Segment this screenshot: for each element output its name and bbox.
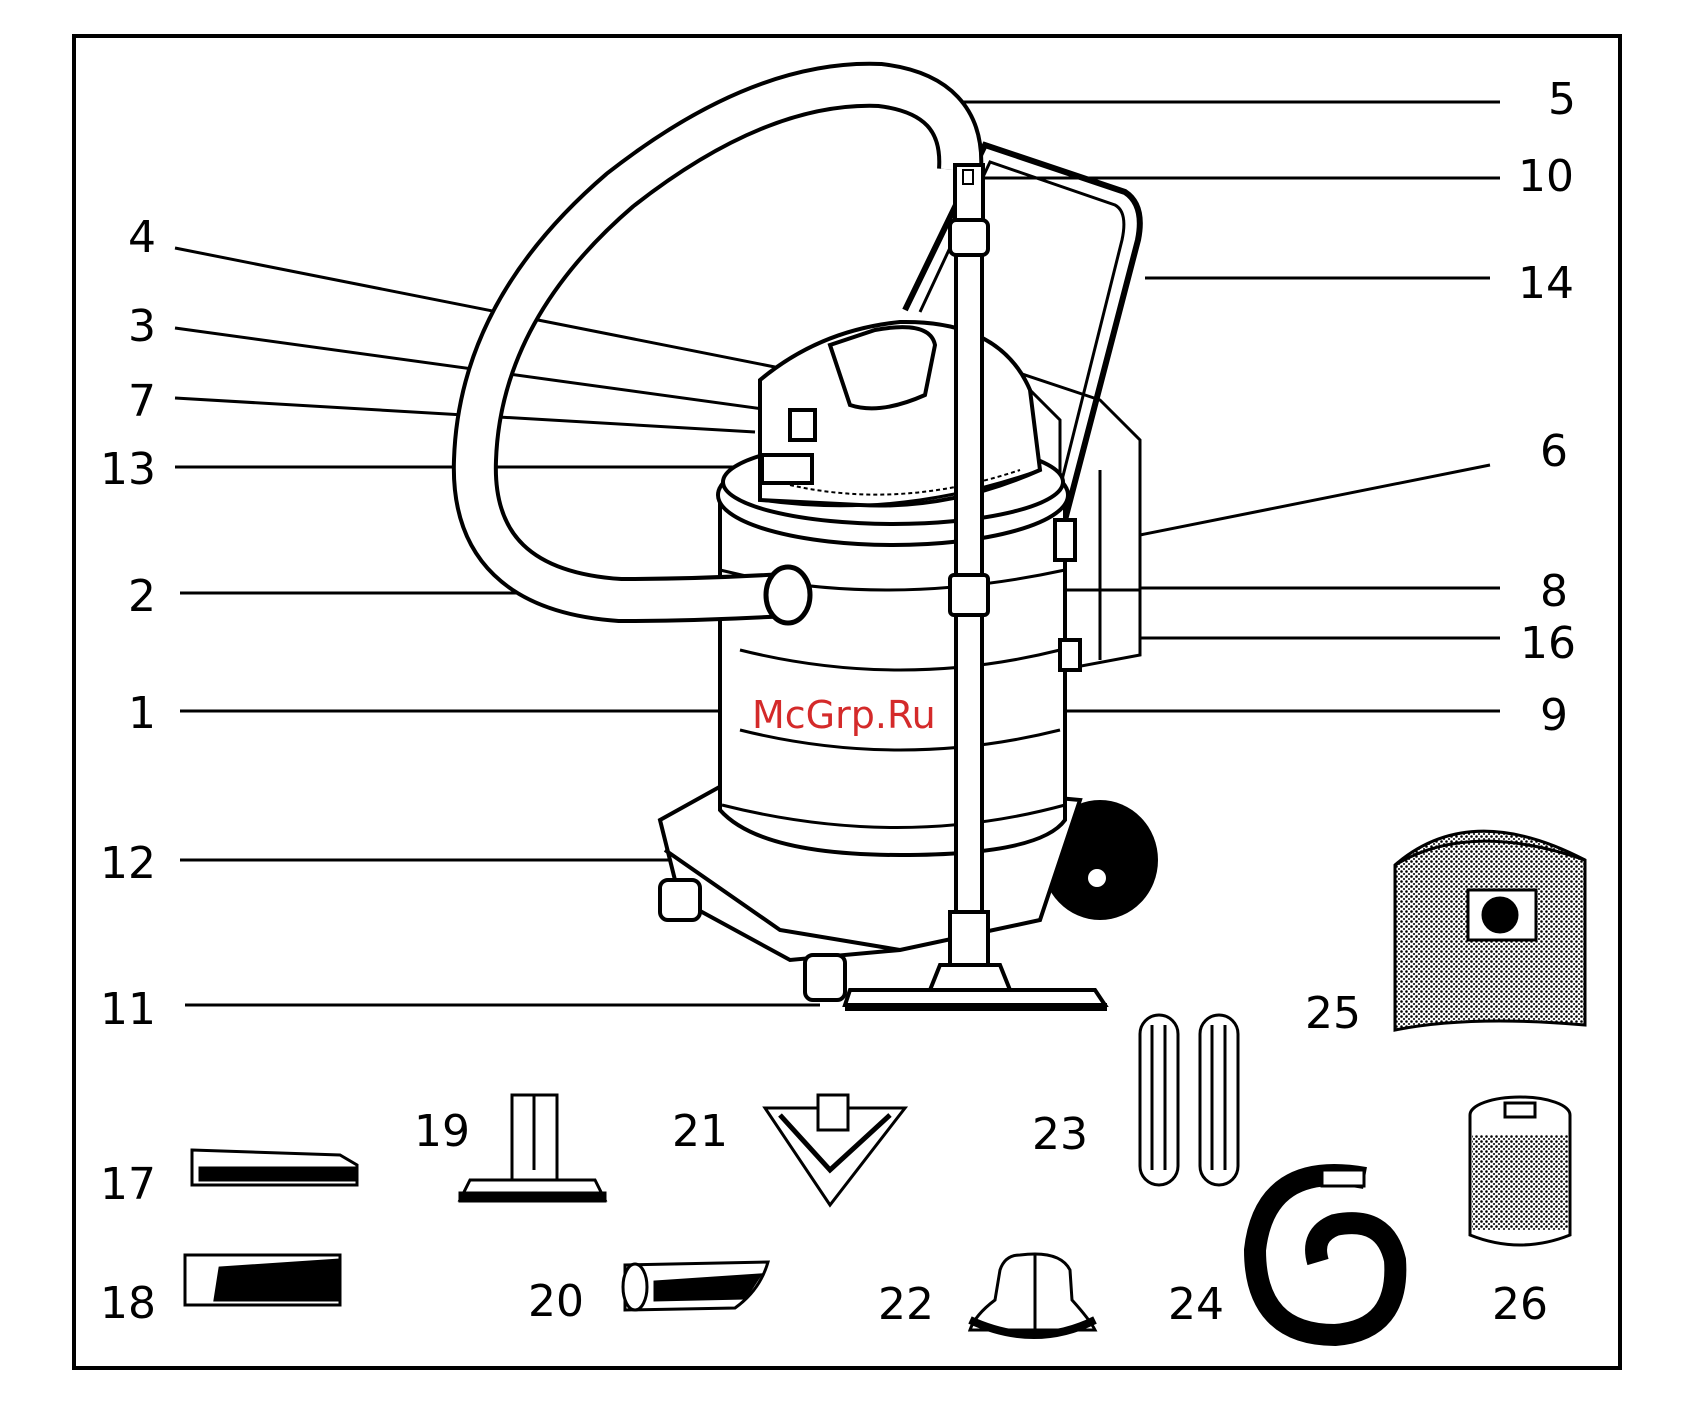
label-16: 16 [1520,622,1576,666]
front-caster [660,880,700,920]
funnel-adapter [970,1254,1095,1335]
label-5: 5 [1548,78,1576,122]
label-2: 2 [128,575,156,619]
label-25: 25 [1305,992,1361,1036]
label-13: 13 [100,448,156,492]
crevice-nozzle-large [185,1255,340,1305]
socket [762,455,812,483]
label-4: 4 [128,216,156,260]
label-20: 20 [528,1280,584,1324]
filter-bag [1395,831,1585,1030]
upholstery-nozzle [460,1095,605,1201]
label-19: 19 [414,1110,470,1154]
label-6: 6 [1540,430,1568,474]
coiled-hose [1255,1170,1395,1335]
label-11: 11 [100,988,156,1032]
cable-clip [1055,520,1075,560]
hose-nozzle [623,1262,768,1310]
label-26: 26 [1492,1283,1548,1327]
hose-inlet [766,567,810,623]
tank [720,500,1065,855]
label-3: 3 [128,305,156,349]
crevice-nozzle-small [192,1150,357,1185]
cartridge-filter [1470,1097,1570,1245]
triangle-nozzle [765,1095,905,1205]
suction-tube [950,165,988,967]
label-7: 7 [128,380,156,424]
switch [790,410,815,440]
label-9: 9 [1540,694,1568,738]
leader-6 [1090,465,1490,545]
label-24: 24 [1168,1283,1224,1327]
label-23: 23 [1032,1113,1088,1157]
tube-slider [963,170,973,184]
extension-tubes [1140,1015,1238,1185]
label-12: 12 [100,842,156,886]
label-14: 14 [1518,262,1574,306]
label-21: 21 [672,1110,728,1154]
label-8: 8 [1540,570,1568,614]
floor-nozzle [845,965,1105,1005]
label-10: 10 [1518,155,1574,199]
label-17: 17 [100,1163,156,1207]
label-18: 18 [100,1282,156,1326]
cable-clip-2 [1060,640,1080,670]
watermark: McGrp.Ru [752,696,936,734]
label-1: 1 [128,692,156,736]
front-caster-2 [805,955,845,1000]
label-22: 22 [878,1283,934,1327]
